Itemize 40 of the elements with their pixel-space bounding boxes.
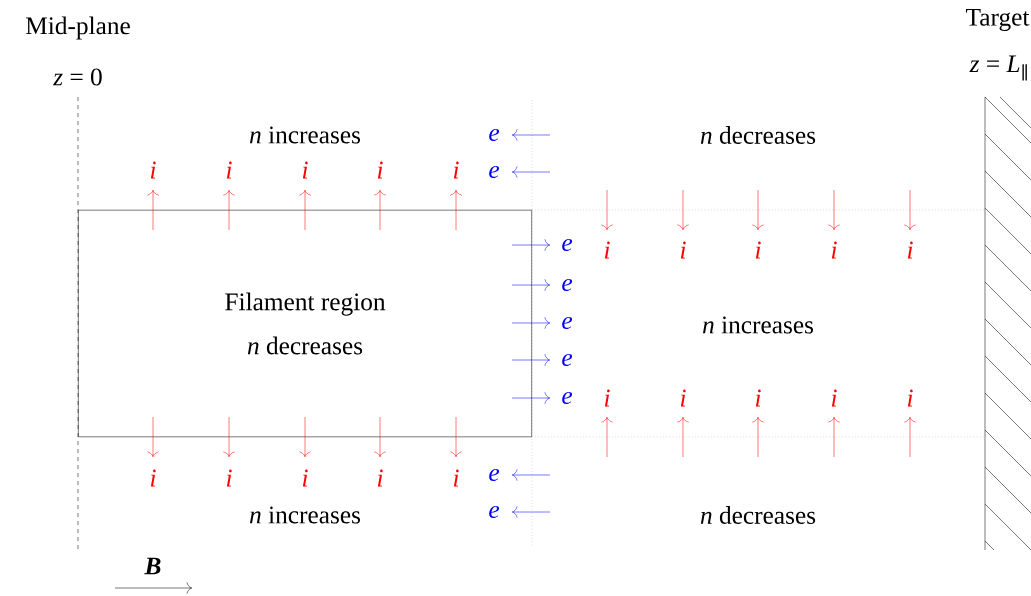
particle-label: i xyxy=(680,389,686,407)
particle-label: e xyxy=(562,316,573,330)
particle-label: i xyxy=(377,161,383,179)
region-label: n decreases xyxy=(700,126,816,144)
region-label: Mid-plane xyxy=(25,16,130,40)
particle-label: i xyxy=(453,161,459,179)
region-label: n increases xyxy=(250,126,361,144)
region-label: n increases xyxy=(703,316,814,334)
particle-label: i xyxy=(150,161,156,179)
particle-label: e xyxy=(562,391,573,405)
particle-label: e xyxy=(562,238,573,252)
particle-label: e xyxy=(489,468,500,482)
particle-label: i xyxy=(226,161,232,179)
particle-label: i xyxy=(831,241,837,259)
particle-label: i xyxy=(755,241,761,259)
field-label: B xyxy=(144,557,161,575)
particle-label: i xyxy=(302,469,308,487)
filament-region-box: Filament region n decreases xyxy=(78,209,532,438)
region-label: Target xyxy=(966,9,1030,31)
particle-label: i xyxy=(680,241,686,259)
region-label: z = L$_{∥}$ xyxy=(969,55,1027,81)
particle-label: i xyxy=(453,469,459,487)
particle-label: i xyxy=(604,241,610,259)
particle-label: e xyxy=(489,165,500,179)
particle-label: i xyxy=(907,389,913,407)
region-label: z = 0 xyxy=(52,68,102,86)
particle-label: i xyxy=(226,469,232,487)
region-label: n decreases xyxy=(700,506,816,524)
particle-label: e xyxy=(489,128,500,142)
particle-label: e xyxy=(562,278,573,292)
region-label: n increases xyxy=(250,506,361,524)
particle-label: i xyxy=(755,389,761,407)
particle-label: i xyxy=(302,161,308,179)
particle-label: e xyxy=(562,353,573,367)
particle-label: e xyxy=(489,505,500,519)
particle-label: i xyxy=(377,469,383,487)
particle-label: i xyxy=(907,241,913,259)
particle-label: i xyxy=(150,469,156,487)
particle-label: i xyxy=(604,389,610,407)
particle-label: i xyxy=(831,389,837,407)
